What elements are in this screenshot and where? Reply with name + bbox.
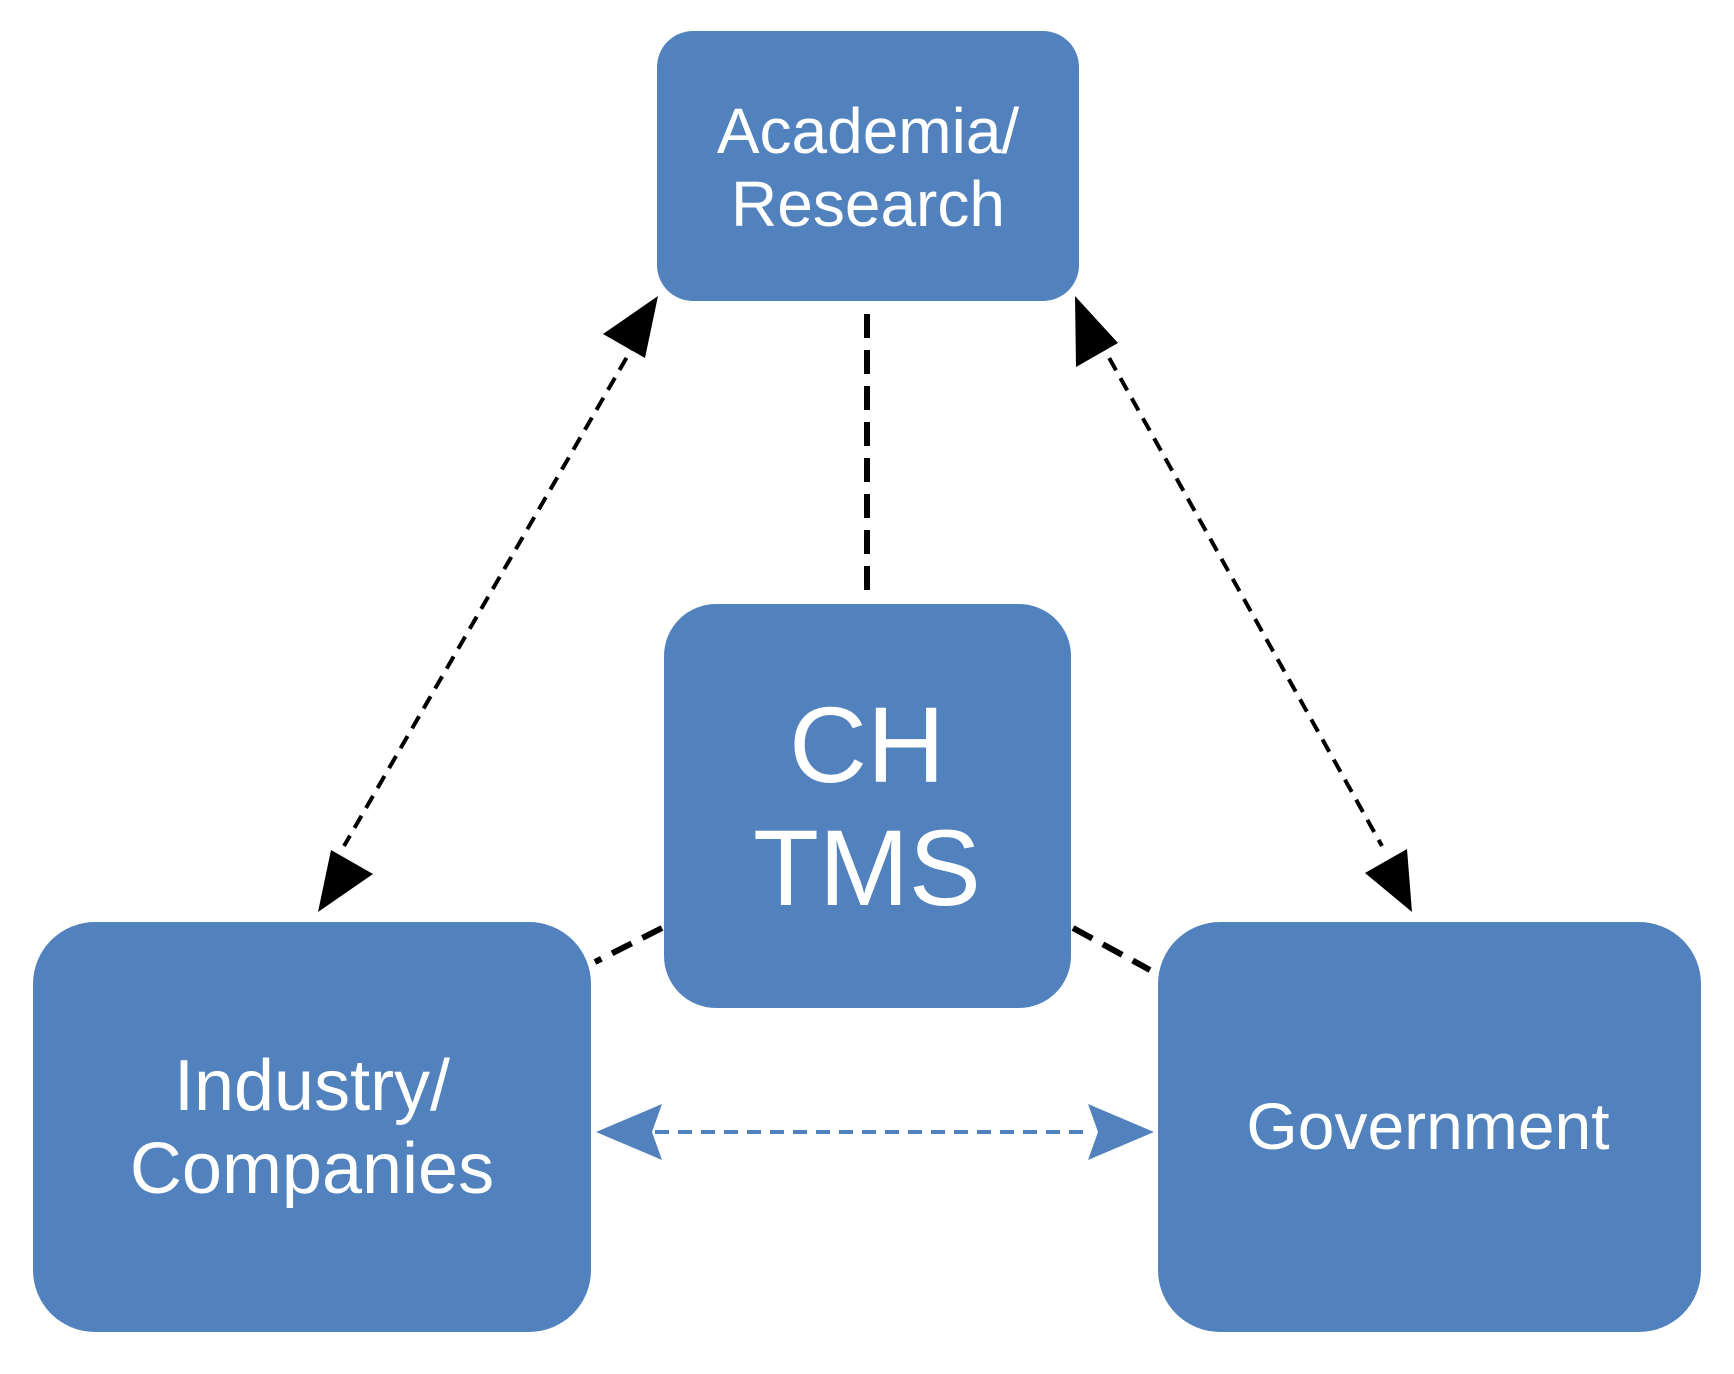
connector-academia-industry <box>318 296 658 912</box>
industry-label-line1: Industry/ <box>174 1046 450 1126</box>
node-ch-tms[interactable]: CH TMS <box>664 604 1071 1008</box>
connector-center-industry <box>593 925 664 965</box>
arrowhead-up-left <box>603 296 658 358</box>
center-label-line1: CH <box>789 684 945 805</box>
connector-industry-government <box>596 1104 1154 1160</box>
arrowhead-left-blue <box>596 1104 662 1160</box>
node-industry-companies[interactable]: Industry/ Companies <box>33 922 591 1332</box>
arrowhead-right-blue <box>1088 1104 1154 1160</box>
arrowhead-up-right <box>1075 296 1118 367</box>
connector-center-government <box>1071 925 1152 973</box>
government-label: Government <box>1246 1089 1609 1163</box>
center-label-line2: TMS <box>753 807 981 928</box>
node-academia-research[interactable]: Academia/ Research <box>657 31 1079 301</box>
academia-label-line1: Academia/ <box>717 95 1020 167</box>
arrowhead-down-left <box>318 850 373 912</box>
industry-label-line2: Companies <box>130 1129 494 1209</box>
node-government[interactable]: Government <box>1158 922 1701 1332</box>
arrowhead-down-right <box>1365 849 1412 912</box>
connector-academia-government <box>1075 296 1412 912</box>
academia-label-line2: Research <box>731 168 1005 240</box>
